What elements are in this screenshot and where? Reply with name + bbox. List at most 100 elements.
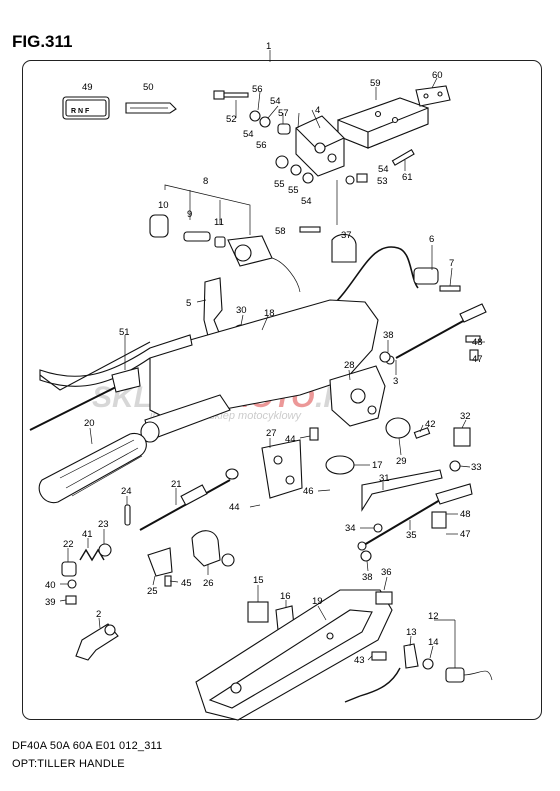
callout-label: 49 (82, 82, 93, 93)
damper (385, 417, 411, 439)
callout-label: 26 (203, 578, 214, 589)
washer (249, 110, 261, 122)
figure-title: FIG.311 (12, 32, 73, 51)
callout-labels: 1 49 50 56 60 59 52 54 57 4 56 54 8 55 5… (45, 41, 483, 666)
callout-label: 61 (402, 172, 413, 183)
callout-label: 35 (406, 530, 417, 541)
callout-label: 42 (425, 419, 436, 430)
tiller-handle-body (140, 299, 379, 443)
collar (275, 155, 289, 169)
bolt (371, 651, 387, 661)
callout-label: 40 (45, 580, 56, 591)
mount-plate (261, 439, 303, 499)
callout-label: 50 (143, 82, 154, 93)
collar (98, 543, 112, 557)
callout-label: 47 (460, 529, 471, 540)
callout-label: 32 (460, 411, 471, 422)
lanyard (359, 667, 401, 697)
washer (67, 579, 77, 589)
screw (309, 427, 319, 441)
switch-wire (463, 670, 493, 681)
plate (453, 427, 471, 447)
callout-label: 2 (96, 609, 101, 620)
callout-label: 15 (253, 575, 264, 586)
callout-label: 3 (393, 376, 398, 387)
callout-label: 45 (181, 578, 192, 589)
callout-label: 18 (264, 308, 275, 319)
shift-arm (361, 469, 443, 512)
model-code: DF40A 50A 60A E01 012_311 (12, 740, 163, 752)
callout-label: 59 (370, 78, 381, 89)
callout-label: 22 (63, 539, 74, 550)
callout-label: 57 (278, 108, 289, 119)
bracket-assembly (337, 85, 451, 149)
callout-label: 51 (119, 327, 130, 338)
callout-label: 43 (354, 655, 365, 666)
callout-label: 25 (147, 586, 158, 597)
bolt (391, 149, 415, 166)
bolt (299, 226, 321, 233)
callout-label: 38 (362, 572, 373, 583)
nut (422, 658, 434, 670)
callout-label: 11 (214, 217, 224, 228)
callout-label: 14 (428, 637, 439, 648)
diagram-name: OPT:TILLER HANDLE (12, 758, 125, 770)
bolt-shaft (223, 92, 249, 98)
callout-label: 37 (341, 230, 352, 241)
callout-label: 23 (98, 519, 109, 530)
callout-label: 41 (82, 529, 93, 540)
washer (302, 172, 314, 184)
plate-hole (273, 455, 283, 465)
callout-label: 44 (285, 434, 296, 445)
diagram-frame (22, 60, 542, 720)
cap (325, 455, 355, 475)
arm-knob (104, 624, 116, 636)
callout-label: 30 (236, 305, 247, 316)
base-plate (195, 589, 393, 721)
washer (360, 550, 372, 562)
callout-label: 27 (266, 428, 277, 439)
callout-label: 36 (381, 567, 392, 578)
callout-label: 34 (345, 523, 356, 534)
throttle-grip (38, 432, 147, 504)
callout-label: 21 (171, 479, 182, 490)
callout-label: 55 (274, 179, 285, 190)
stop-switch-cable (329, 246, 461, 309)
cable-end (435, 483, 473, 505)
callout-label: 48 (460, 509, 471, 520)
callout-label: 47 (472, 354, 483, 365)
callout-label: 48 (472, 337, 483, 348)
callout-label: 13 (406, 627, 417, 638)
friction-piece (61, 561, 77, 577)
throttle-lever (203, 277, 223, 345)
bolt (465, 335, 481, 343)
callout-label: 52 (226, 114, 237, 125)
callout-label: 44 (229, 502, 240, 513)
pin (373, 523, 383, 533)
callout-label: 9 (187, 209, 192, 220)
pin (124, 504, 131, 526)
bracket (431, 511, 447, 529)
callout-label: 17 (372, 460, 383, 471)
clip (403, 643, 419, 669)
callout-label: 20 (84, 418, 95, 429)
bracket (147, 547, 173, 577)
stop-switch (445, 667, 465, 683)
cap-nut (449, 460, 461, 472)
collar (277, 123, 291, 135)
callout-label: 29 (396, 456, 407, 467)
callout-label: 31 (379, 473, 390, 484)
plate-hole (285, 475, 295, 485)
nut (356, 173, 368, 183)
main-switch-group (149, 184, 301, 293)
callout-label: 46 (303, 486, 314, 497)
screw (469, 349, 479, 361)
callout-label: 6 (429, 234, 434, 245)
callout-label: 8 (203, 176, 208, 187)
throttle-bracket (295, 115, 345, 177)
shift-tag-text: R N F (71, 108, 90, 115)
lanyard (344, 695, 361, 703)
relay (247, 601, 269, 623)
callout-label: 56 (256, 140, 267, 151)
callout-label: 24 (121, 486, 132, 497)
